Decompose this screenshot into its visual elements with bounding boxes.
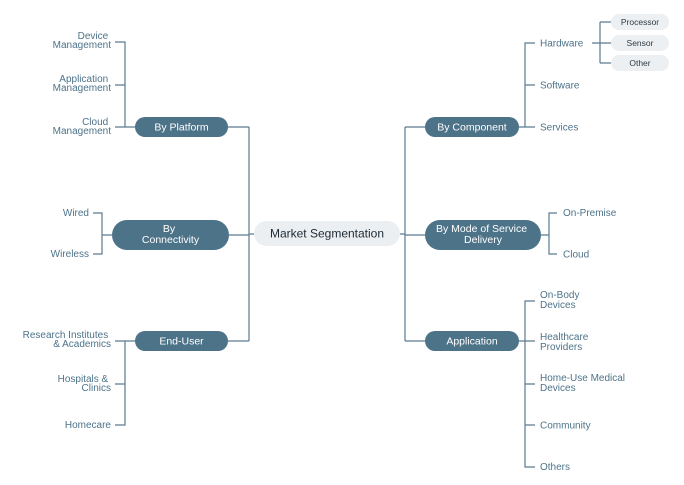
by-mode-items: On-Premise Cloud	[563, 208, 617, 261]
leaf-healthcare-providers: Healthcare Providers	[540, 332, 591, 353]
node-by-connectivity: By Connectivity	[112, 220, 229, 250]
application-label: Application	[446, 336, 498, 348]
sub-other: Other	[629, 58, 650, 68]
leaf-wired: Wired	[63, 208, 89, 219]
by-platform-items: Device Management Application Management…	[53, 31, 112, 137]
leaf-community: Community	[540, 421, 591, 432]
leaf-cloud-management: Cloud Management	[53, 117, 112, 137]
by-component-label: By Component	[437, 122, 507, 134]
leaf-application-management: Application Management	[53, 74, 112, 94]
node-end-user: End-User	[135, 331, 228, 351]
by-connectivity-items: Wired Wireless	[51, 208, 89, 260]
leaf-home-use-medical-devices: Home-Use Medical Devices	[540, 373, 628, 394]
leaf-research-institutes: Research Institutes & Academics	[23, 330, 111, 350]
center-label: Market Segmentation	[270, 227, 384, 241]
leaf-device-management: Device Management	[53, 31, 112, 51]
leaf-on-premise: On-Premise	[563, 208, 617, 219]
connector-lines	[93, 21, 611, 468]
leaf-others: Others	[540, 462, 570, 473]
hardware-sub-items: Processor Sensor Other	[611, 14, 669, 71]
by-mode-label: By Mode of Service Delivery	[436, 223, 530, 246]
by-connectivity-label: By Connectivity	[142, 223, 200, 246]
node-by-mode-of-service-delivery: By Mode of Service Delivery	[425, 220, 541, 250]
leaf-wireless: Wireless	[51, 249, 89, 260]
leaf-homecare: Homecare	[65, 420, 112, 431]
end-user-items: Research Institutes & Academics Hospital…	[23, 330, 112, 431]
application-items: On-Body Devices Healthcare Providers Hom…	[540, 290, 628, 473]
node-by-platform: By Platform	[135, 117, 228, 137]
leaf-software: Software	[540, 81, 580, 92]
by-platform-label: By Platform	[154, 122, 209, 134]
leaf-on-body-devices: On-Body Devices	[540, 290, 582, 311]
center-node: Market Segmentation	[254, 221, 400, 246]
leaf-services: Services	[540, 123, 578, 134]
end-user-label: End-User	[159, 336, 204, 348]
leaf-hospitals-clinics: Hospitals & Clinics	[58, 374, 111, 394]
by-component-items: Hardware Software Services	[540, 39, 584, 134]
node-application: Application	[425, 331, 519, 351]
leaf-cloud: Cloud	[563, 250, 589, 261]
sub-processor: Processor	[621, 17, 659, 27]
node-by-component: By Component	[425, 117, 519, 137]
sub-sensor: Sensor	[627, 38, 654, 48]
leaf-hardware: Hardware	[540, 39, 584, 50]
